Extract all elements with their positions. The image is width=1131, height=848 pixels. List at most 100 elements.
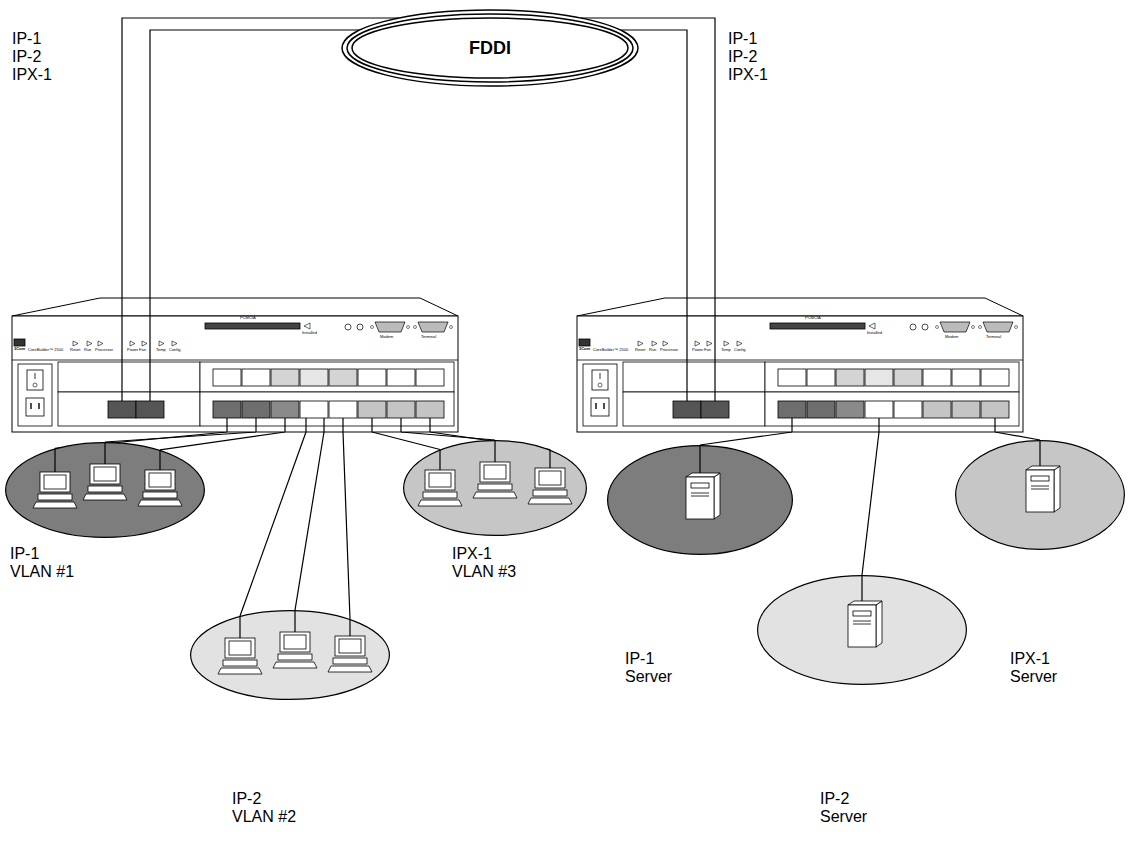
server-body [686, 477, 714, 519]
ethernet-link [862, 432, 879, 575]
node-outline [577, 298, 1023, 432]
server-icon [686, 473, 720, 519]
keyboard [138, 500, 182, 506]
server-ellipse [956, 441, 1125, 550]
status-led [172, 341, 177, 346]
serial-connector [418, 322, 448, 332]
node-outline [5, 442, 205, 538]
panel-label: Config [169, 348, 181, 352]
status-led [638, 341, 643, 346]
server-vent [691, 493, 709, 494]
ethernet-cable [323, 418, 324, 432]
monitor-screen [149, 473, 171, 487]
socket-pin [38, 403, 39, 409]
panel-label: Installed [302, 331, 317, 335]
monitor [90, 464, 120, 484]
monitor-screen [539, 471, 561, 485]
ethernet-cable [1039, 440, 1040, 466]
protocol-label: IP-1 [12, 30, 41, 48]
ethernet-cable [878, 418, 879, 432]
power-socket [26, 398, 44, 416]
module-bay [765, 362, 1019, 392]
group-label: IPX-1 Server [1010, 650, 1080, 687]
panel-label: Reset [70, 348, 80, 352]
power-switch-mark [35, 373, 36, 379]
status-led [73, 341, 78, 346]
group-label: IP-2 VLAN #2 [232, 790, 302, 827]
ethernet-port [271, 369, 299, 386]
panel-divider [577, 360, 1023, 361]
monitor [225, 638, 255, 658]
workstation-icon [138, 470, 182, 506]
installed-led [304, 323, 310, 329]
vlan-ellipse [404, 441, 587, 536]
keyboard [328, 666, 372, 672]
status-led [98, 341, 103, 346]
panel-label: Modem [945, 335, 958, 339]
panel-label: Fan [139, 348, 146, 352]
ethernet-port [894, 369, 922, 386]
module-bay [58, 392, 200, 426]
power-switch-mark [33, 383, 37, 387]
socket-pin [30, 403, 31, 409]
monitor-screen [284, 635, 306, 649]
server-body [1026, 470, 1054, 512]
module-bay [765, 392, 1019, 426]
power-socket [591, 398, 609, 416]
workstation-icon [328, 636, 372, 672]
panel-label: Temp [156, 348, 166, 352]
serial-connector [940, 322, 970, 332]
panel-label: Temp [721, 348, 731, 352]
switch-front-face [12, 316, 458, 432]
model-name: 3Com [579, 347, 590, 351]
workstation-icon [528, 468, 572, 504]
ethernet-port [836, 369, 864, 386]
switch-top-face [12, 298, 458, 316]
panel-label: Processor [95, 348, 113, 352]
server-drive [853, 611, 871, 616]
panel-button [910, 324, 916, 330]
panel-label: Reset [635, 348, 645, 352]
ethernet-port [300, 401, 328, 418]
server-top [1026, 466, 1060, 470]
group-label: IP-1 Server [625, 650, 695, 687]
panel-label: Fan [704, 348, 711, 352]
ethernet-cable [494, 440, 495, 462]
server-drive [1031, 476, 1049, 481]
keyboard [273, 662, 317, 668]
status-led [695, 341, 700, 346]
ethernet-port [358, 401, 386, 418]
ethernet-port [213, 401, 241, 418]
keyboard [418, 500, 462, 506]
connector-screw [407, 326, 410, 329]
computer-base [478, 484, 512, 490]
status-led [707, 341, 712, 346]
monitor [145, 470, 175, 490]
panel-label: Run [649, 348, 656, 352]
ethernet-cable [239, 616, 240, 638]
vlan-ellipse: IP-2 VLAN #2 [190, 610, 390, 700]
node-outline [955, 440, 1125, 550]
module-bay [623, 392, 765, 426]
pcmcia-slot [770, 323, 865, 329]
server-top [848, 601, 882, 605]
ethernet-cable [429, 418, 430, 432]
ethernet-cable [255, 418, 256, 432]
fddi-ring: FDDI [342, 10, 638, 86]
fddi-cable [686, 298, 687, 401]
socket-pin [603, 403, 604, 409]
ethernet-cable [284, 418, 285, 432]
vendor-logo [579, 339, 590, 346]
connector-screw [972, 326, 975, 329]
workstation-icon [473, 462, 517, 498]
panel-label: PCMCIA [805, 316, 821, 320]
panel-divider [12, 360, 458, 361]
ethernet-port [242, 369, 270, 386]
status-led [663, 341, 668, 346]
server-vent [853, 624, 871, 625]
panel-label: Terminal [421, 335, 436, 339]
monitor [40, 472, 70, 492]
server-side [1054, 466, 1060, 512]
serial-connector [375, 322, 405, 332]
